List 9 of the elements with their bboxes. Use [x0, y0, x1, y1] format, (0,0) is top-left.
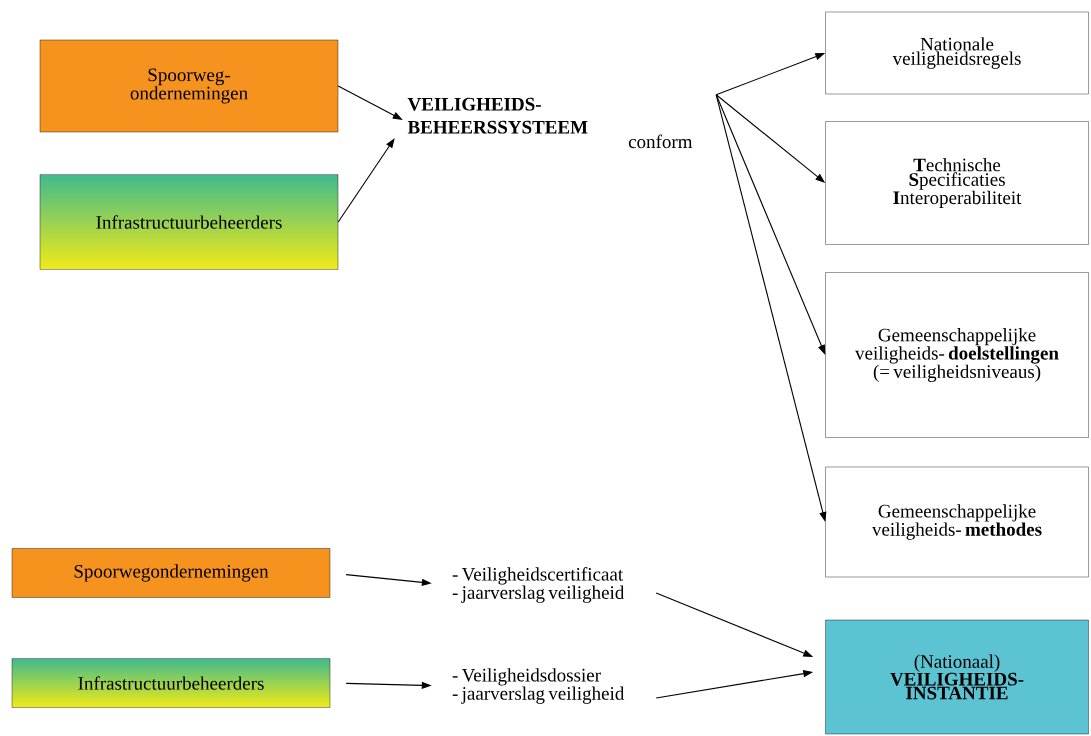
authority-box: (Nationaal) VEILIGHEIDS- INSTANTIE [825, 619, 1089, 735]
document-list: - Veiligheidscertificaat - jaarverslag veiligheid [452, 567, 625, 603]
arrow [337, 138, 395, 223]
document-list: - Veiligheidsdossier - jaarverslag veiligheid [452, 668, 625, 704]
process-box: Infrastructuurbeheerders [11, 658, 331, 708]
process-box: Spoorwegondernemingen [11, 548, 331, 598]
process-box: Infrastructuurbeheerders [39, 174, 339, 270]
system-heading: VEILIGHEIDS- BEHEERSSYSTEEM conform [407, 97, 693, 149]
process-box: Spoorweg- ondernemingen [39, 39, 339, 133]
